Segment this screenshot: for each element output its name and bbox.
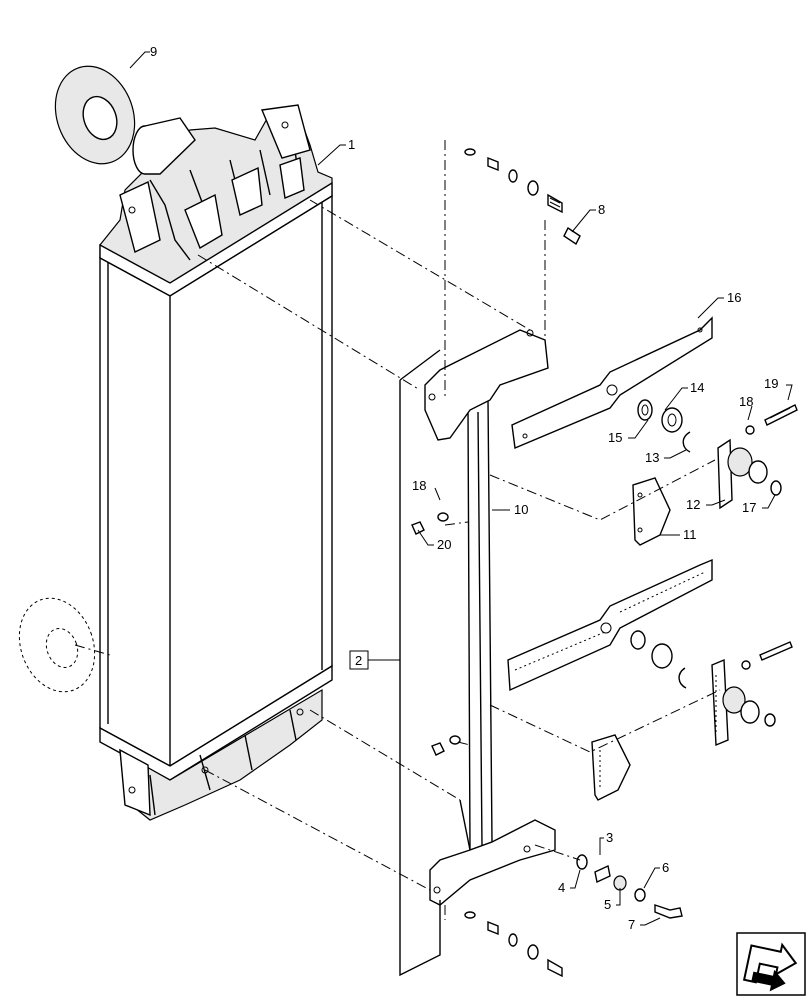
mid-washer-nut xyxy=(411,512,461,756)
callout-15: 15 xyxy=(608,430,622,445)
upper-strap-arm xyxy=(511,316,713,450)
callout-18-left: 18 xyxy=(412,478,426,493)
callout-4: 4 xyxy=(558,880,565,895)
bottom-pin-hardware xyxy=(576,854,683,919)
callout-8: 8 xyxy=(598,202,605,217)
callout-3: 3 xyxy=(606,830,613,845)
panel-outline xyxy=(399,349,441,977)
cooler-core xyxy=(99,104,333,821)
pivot-hardware-upper xyxy=(637,399,798,510)
next-page-arrow-icon[interactable] xyxy=(736,932,806,996)
callout-5: 5 xyxy=(604,897,611,912)
callout-13: 13 xyxy=(645,450,659,465)
callout-leaders xyxy=(129,51,793,926)
mounting-frame xyxy=(424,329,556,906)
callout-19: 19 xyxy=(764,376,778,391)
callout-18-right: 18 xyxy=(739,394,753,409)
seal-ring-upper xyxy=(54,65,136,165)
callout-2-box xyxy=(349,650,369,670)
pivot-bracket-lower xyxy=(591,734,631,801)
seal-ring-lower-phantom xyxy=(18,597,111,693)
callout-2: 2 xyxy=(355,653,362,668)
lower-strap-arm xyxy=(507,558,713,692)
centerlines xyxy=(197,140,721,920)
callout-10: 10 xyxy=(514,502,528,517)
callout-12: 12 xyxy=(686,497,700,512)
top-fastener-stack xyxy=(464,148,581,246)
callout-1: 1 xyxy=(348,137,355,152)
callout-17: 17 xyxy=(742,500,756,515)
callout-14: 14 xyxy=(690,380,704,395)
bottom-fastener-stack xyxy=(464,911,563,978)
callout-20: 20 xyxy=(437,537,451,552)
callout-labels: 9 1 8 16 19 18 14 15 13 12 17 11 18 20 1… xyxy=(150,44,778,932)
callout-16: 16 xyxy=(727,290,741,305)
callout-11: 11 xyxy=(683,527,697,542)
pivot-hardware-lower xyxy=(630,630,793,747)
callout-7: 7 xyxy=(628,917,635,932)
callout-9: 9 xyxy=(150,44,157,59)
callout-6: 6 xyxy=(662,860,669,875)
